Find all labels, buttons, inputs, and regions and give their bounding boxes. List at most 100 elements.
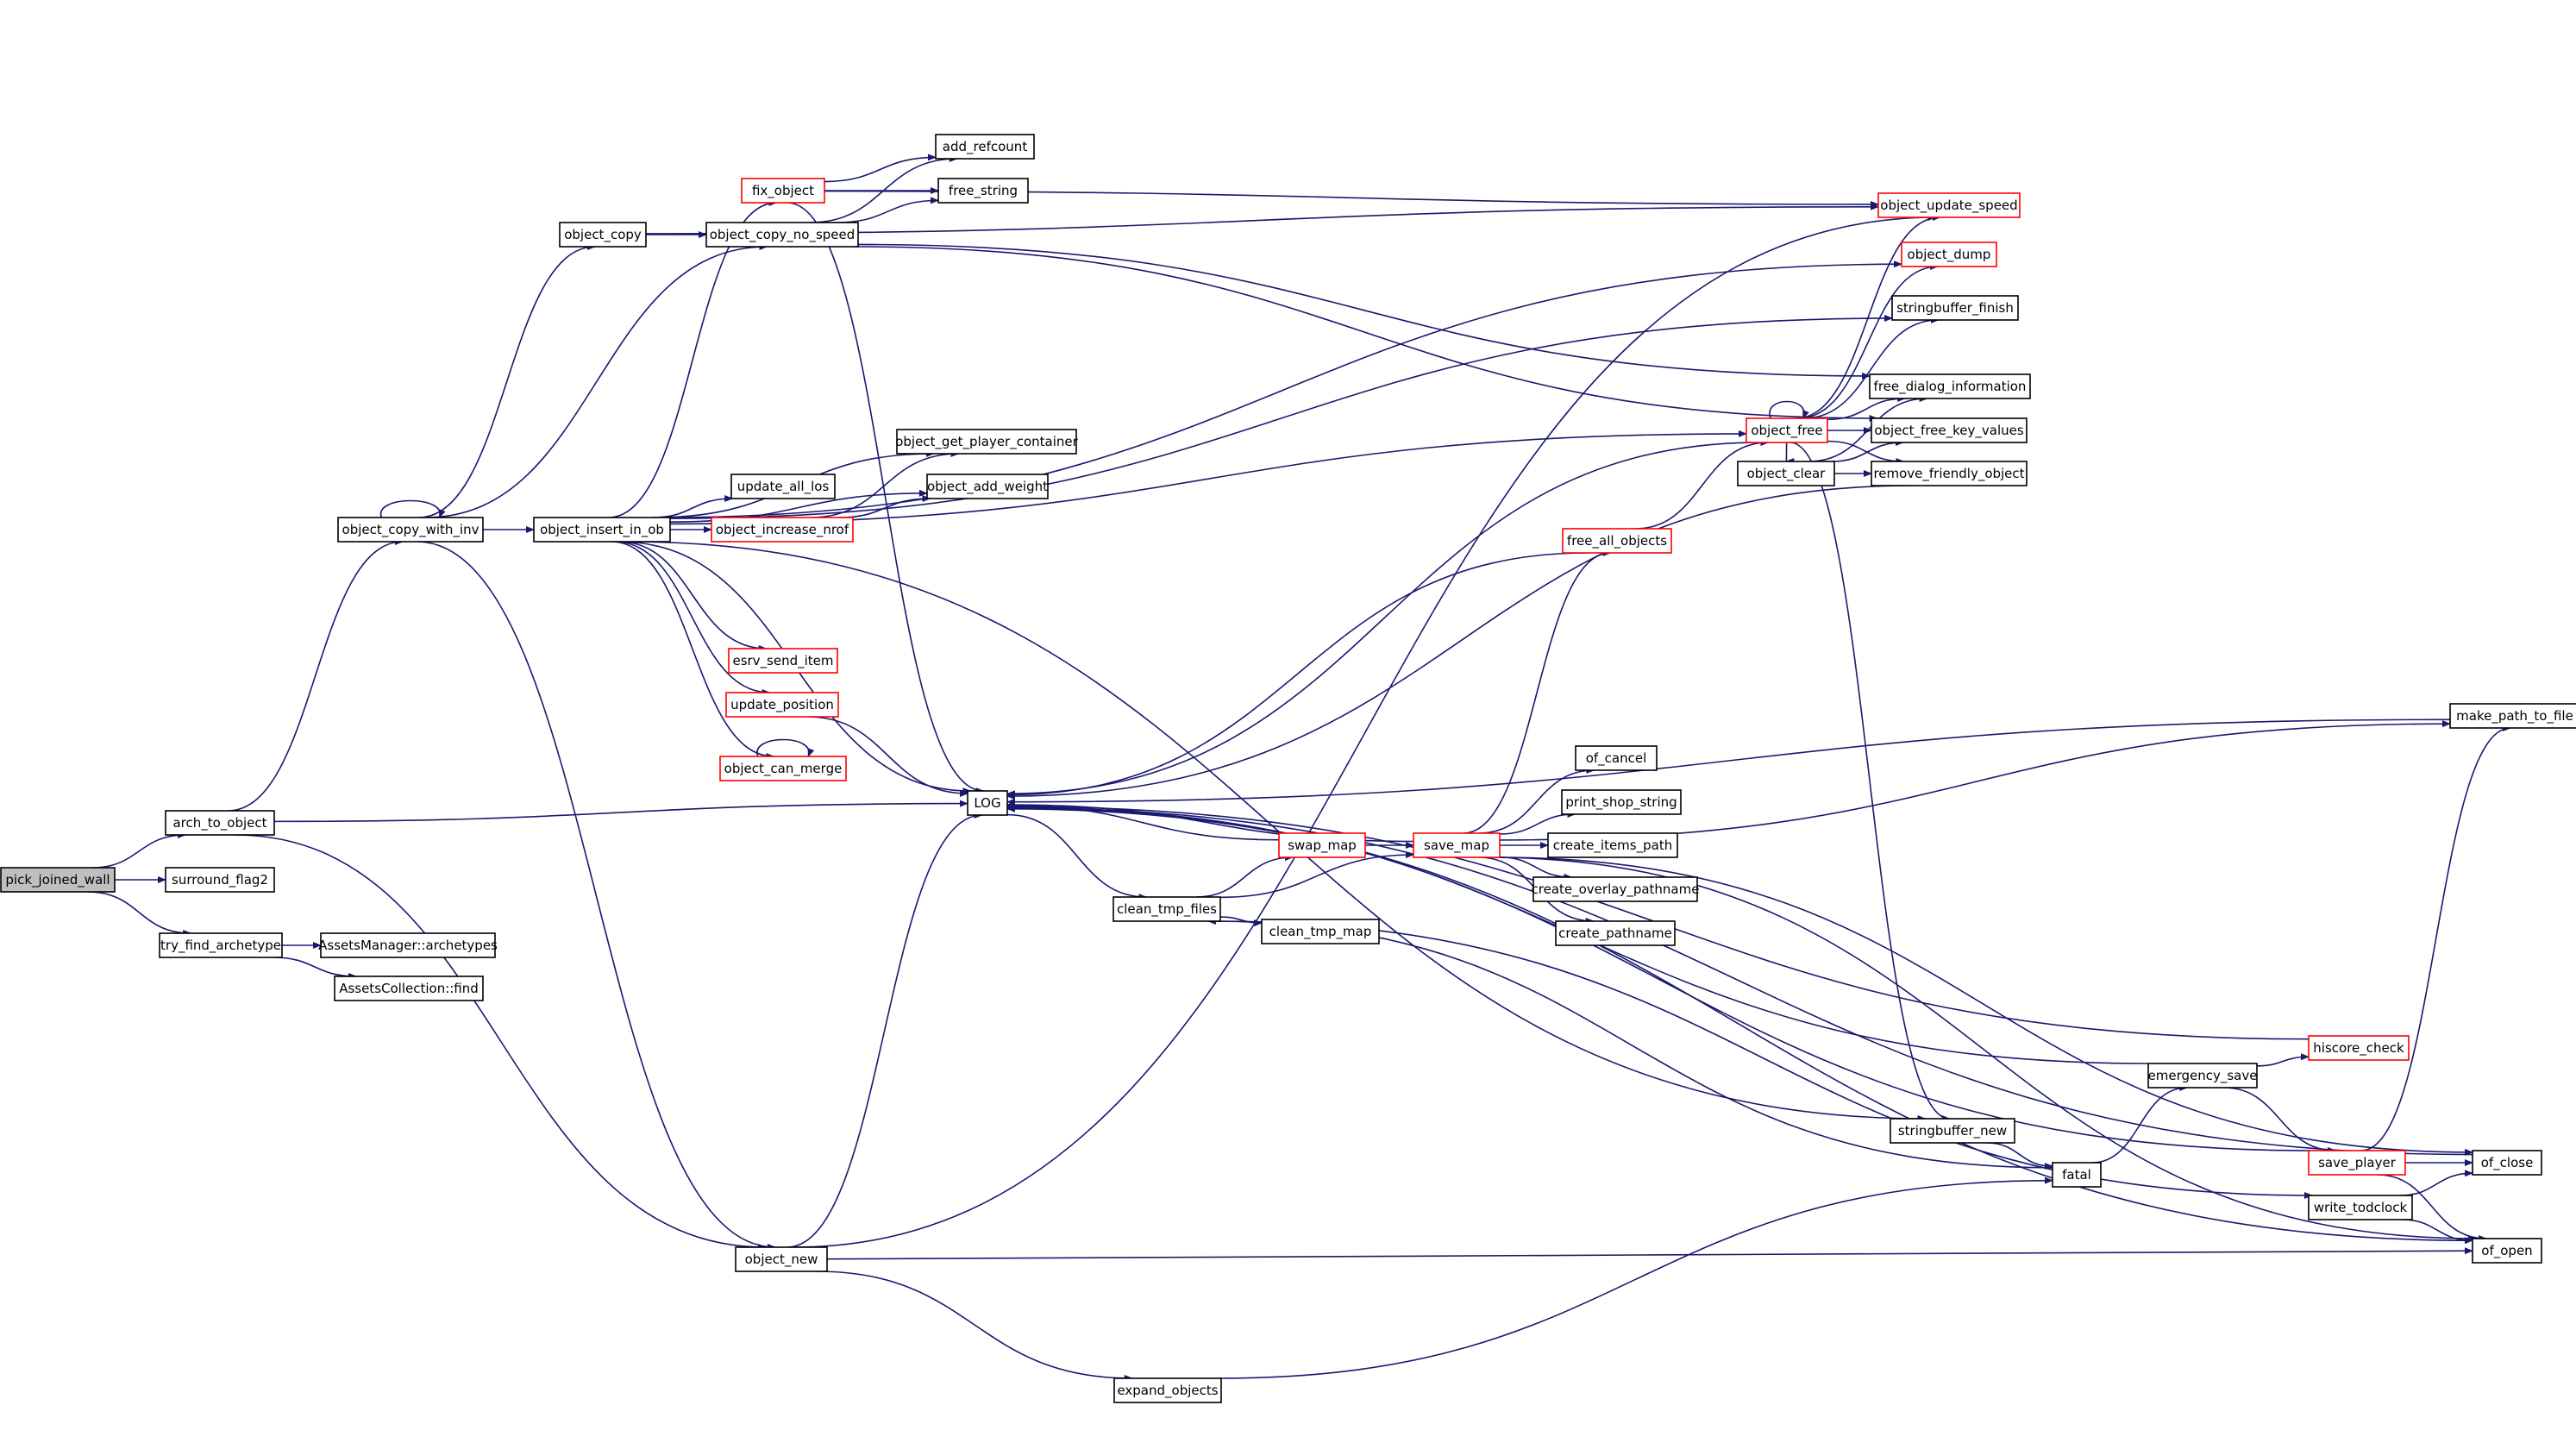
node-label: object_copy_with_inv <box>342 522 479 538</box>
edge-object-insert-in-ob-to-stringbuffer-new <box>629 541 1927 1122</box>
node-arch-to-object[interactable]: arch_to_object <box>165 810 275 836</box>
edge-emergency-save-to-hiscore-check <box>2256 1053 2310 1067</box>
node-label: object_copy <box>564 227 642 243</box>
node-label: expand_objects <box>1117 1383 1218 1399</box>
node-esrv-send-item[interactable]: esrv_send_item <box>728 648 838 674</box>
node-assetsmanager-archetypes[interactable]: AssetsManager::archetypes <box>318 932 498 958</box>
node-box <box>730 474 836 499</box>
node-label: free_string <box>949 183 1018 199</box>
node-save-player[interactable]: save_player <box>2308 1150 2406 1176</box>
edge-object-copy-with-inv-to-object-copy <box>418 243 596 518</box>
node-box <box>2147 1063 2258 1089</box>
node-label: fix_object <box>752 183 814 199</box>
node-label: create_pathname <box>1558 925 1672 942</box>
node-object-can-merge[interactable]: object_can_merge <box>719 756 847 781</box>
node-save-map[interactable]: save_map <box>1413 832 1501 858</box>
node-object-get-player-container[interactable]: object_get_player_container <box>895 429 1079 455</box>
nodes-layer: pick_joined_wall arch_to_object surround_f… <box>0 134 2576 1403</box>
node-create-overlay-pathname[interactable]: create_overlay_pathname <box>1532 876 1700 902</box>
node-box <box>1562 528 1672 554</box>
node-object-dump[interactable]: object_dump <box>1901 242 1997 267</box>
node-create-items-path[interactable]: create_items_path <box>1547 832 1678 858</box>
edge-pick-joined-wall-to-arch-to-object <box>91 831 187 869</box>
node-surround-flag2[interactable]: surround_flag2 <box>165 867 275 893</box>
edge-of-open-to-log <box>1006 805 2473 1242</box>
edge-arch-to-object-to-log <box>273 800 968 823</box>
node-free-string[interactable]: free_string <box>937 178 1029 204</box>
node-add-refcount[interactable]: add_refcount <box>935 134 1035 160</box>
node-label: fatal <box>2062 1167 2091 1183</box>
edge-log-to-clean-tmp-files <box>1006 813 1148 900</box>
node-object-clear[interactable]: object_clear <box>1737 461 1835 486</box>
node-fix-object[interactable]: fix_object <box>741 178 825 204</box>
node-update-all-los[interactable]: update_all_los <box>730 474 836 499</box>
node-fatal[interactable]: fatal <box>2052 1162 2102 1188</box>
node-stringbuffer-finish[interactable]: stringbuffer_finish <box>1891 295 2019 321</box>
edge-object-copy-with-inv-to-object-copy-no-speed <box>425 243 768 518</box>
node-box <box>334 976 484 1001</box>
edge-object-clear-to-free-dialog-information <box>1808 395 1928 462</box>
node-clean-tmp-map[interactable]: clean_tmp_map <box>1261 919 1380 944</box>
node-hiscore-check[interactable]: hiscore_check <box>2308 1035 2410 1061</box>
node-stringbuffer-new[interactable]: stringbuffer_new <box>1890 1118 2015 1144</box>
node-assetscollection-find[interactable]: AssetsCollection::find <box>334 976 484 1001</box>
node-box <box>2472 1150 2542 1176</box>
node-label: object_get_player_container <box>895 434 1078 450</box>
node-create-pathname[interactable]: create_pathname <box>1555 920 1676 946</box>
node-try-find-archetype[interactable]: try_find_archetype <box>159 932 283 958</box>
node-label: of_close <box>2481 1155 2534 1171</box>
node-write-todclock[interactable]: write_todclock <box>2308 1195 2413 1220</box>
node-label: object_free_key_values <box>1874 423 2024 439</box>
node-label: stringbuffer_finish <box>1896 300 2014 317</box>
edge-object-insert-in-ob-to-fix-object <box>608 199 778 518</box>
node-label: arch_to_object <box>172 815 266 831</box>
edge-emergency-save-to-save-player <box>2223 1087 2337 1154</box>
node-box <box>741 178 825 204</box>
node-label: remove_friendly_object <box>1873 466 2024 482</box>
node-label: hiscore_check <box>2313 1040 2404 1057</box>
edge-arch-to-object-to-object-new <box>235 834 767 1251</box>
node-remove-friendly-object[interactable]: remove_friendly_object <box>1871 461 2028 486</box>
node-box <box>2052 1162 2102 1188</box>
node-object-add-weight[interactable]: object_add_weight <box>926 474 1049 499</box>
node-free-all-objects[interactable]: free_all_objects <box>1562 528 1672 554</box>
node-label: clean_tmp_map <box>1269 924 1372 940</box>
edge-clean-tmp-files-to-save-map <box>1219 851 1414 899</box>
node-object-update-speed[interactable]: object_update_speed <box>1877 192 2021 218</box>
node-label: free_dialog_information <box>1874 379 2027 395</box>
node-object-new[interactable]: object_new <box>735 1246 828 1272</box>
node-object-free[interactable]: object_free <box>1746 417 1828 443</box>
node-box <box>165 810 275 836</box>
node-clean-tmp-files[interactable]: clean_tmp_files <box>1113 896 1221 922</box>
node-object-free-key-values[interactable]: object_free_key_values <box>1871 417 2028 443</box>
node-box <box>926 474 1049 499</box>
edge-of-close-to-log <box>1006 804 2473 1156</box>
node-label: surround_flag2 <box>172 872 268 888</box>
node-box <box>1561 789 1682 815</box>
node-box <box>1890 1118 2015 1144</box>
edge-object-free-to-free-dialog-information <box>1827 395 1907 421</box>
node-of-close[interactable]: of_close <box>2472 1150 2542 1176</box>
node-object-copy[interactable]: object_copy <box>559 222 647 248</box>
node-box <box>711 517 854 543</box>
edge-update-position-to-log <box>807 716 968 797</box>
node-label: AssetsCollection::find <box>339 981 479 996</box>
node-of-cancel[interactable]: of_cancel <box>1575 745 1658 771</box>
node-free-dialog-information[interactable]: free_dialog_information <box>1869 373 2031 399</box>
node-make-path-to-file[interactable]: make_path_to_file <box>2449 703 2576 729</box>
node-object-increase-nrof[interactable]: object_increase_nrof <box>711 517 854 543</box>
node-log[interactable]: LOG <box>967 790 1008 816</box>
node-update-position[interactable]: update_position <box>725 692 839 718</box>
node-object-insert-in-ob[interactable]: object_insert_in_ob <box>533 517 671 543</box>
node-box <box>1871 417 2028 443</box>
edge-clean-tmp-files-to-write-todclock <box>1214 920 2313 1199</box>
node-emergency-save[interactable]: emergency_save <box>2147 1063 2258 1089</box>
node-object-copy-with-inv[interactable]: object_copy_with_inv <box>337 517 484 543</box>
node-box <box>1871 461 2028 486</box>
node-expand-objects[interactable]: expand_objects <box>1113 1377 1222 1403</box>
node-object-copy-no-speed[interactable]: object_copy_no_speed <box>705 222 859 248</box>
node-print-shop-string[interactable]: print_shop_string <box>1561 789 1682 815</box>
node-swap-map[interactable]: swap_map <box>1278 832 1366 858</box>
node-of-open[interactable]: of_open <box>2472 1238 2542 1264</box>
node-pick-joined-wall[interactable]: pick_joined_wall <box>0 867 116 893</box>
